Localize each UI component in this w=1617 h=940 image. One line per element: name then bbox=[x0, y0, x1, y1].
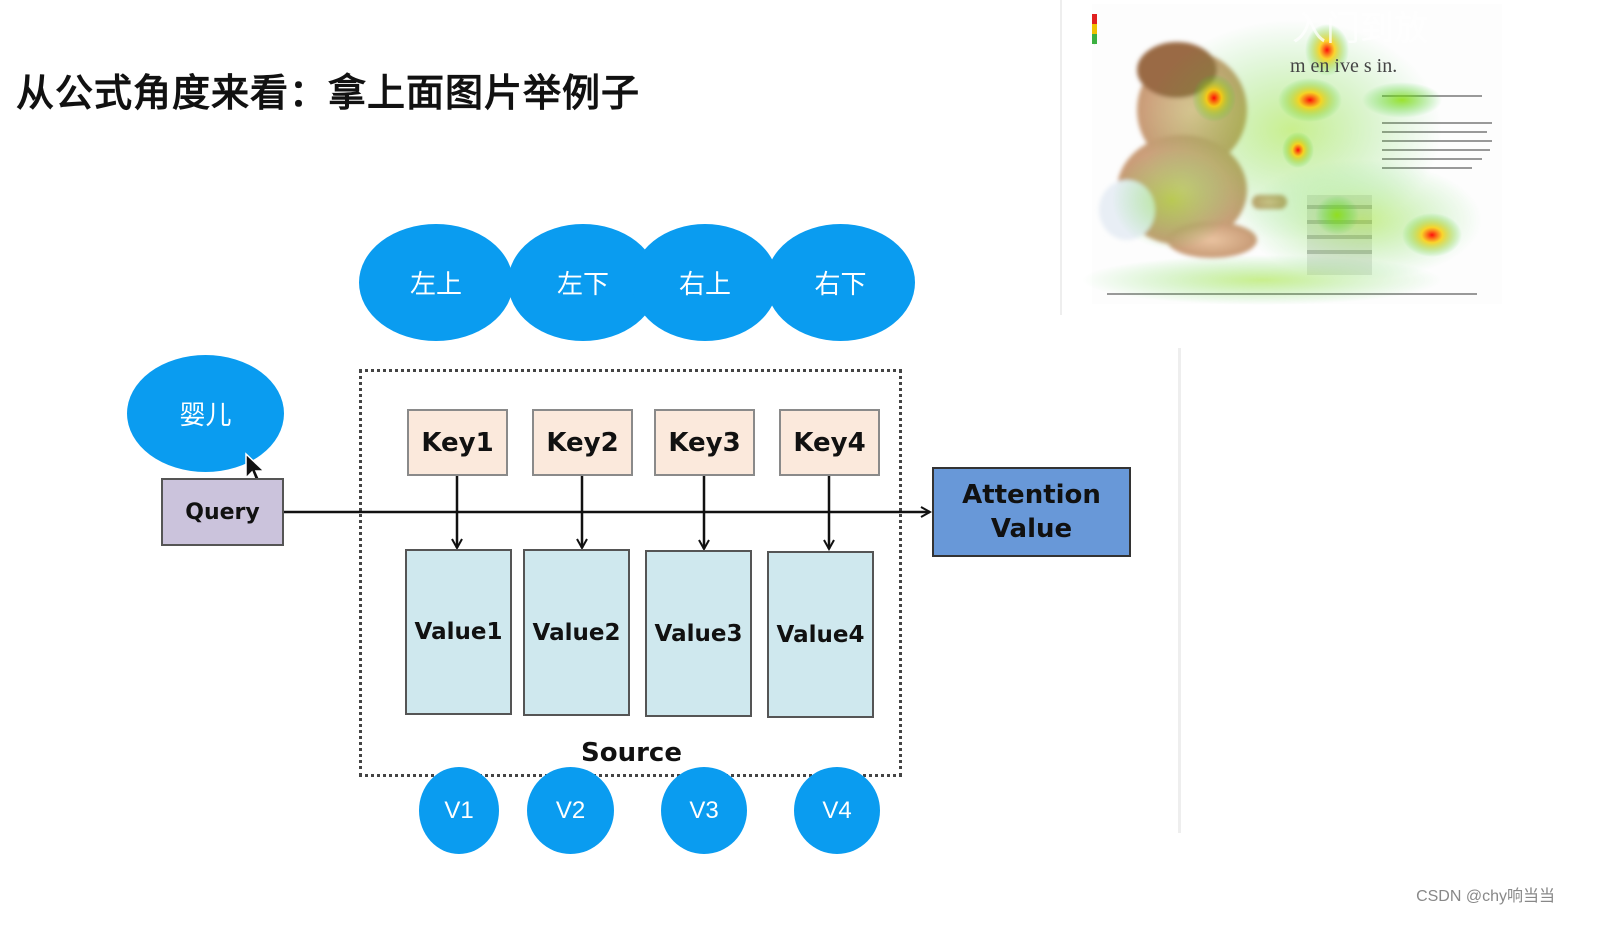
attention-value-line-1: Attention bbox=[962, 480, 1101, 510]
divider-line bbox=[1178, 348, 1181, 833]
attention-value-line-2: Value bbox=[990, 514, 1073, 544]
region-top-right: 右上 bbox=[632, 224, 778, 341]
value-box-1: Value1 bbox=[405, 549, 512, 715]
key-box-2: Key2 bbox=[532, 409, 633, 476]
query-word-ellipse: 婴儿 bbox=[127, 355, 284, 472]
source-label: Source bbox=[581, 738, 682, 768]
source-container bbox=[359, 369, 902, 777]
region-top-left: 左上 bbox=[359, 224, 513, 341]
v-circle-4: V4 bbox=[794, 767, 880, 854]
watermark: CSDN @chy响当当 bbox=[1416, 888, 1555, 905]
key-box-1: Key1 bbox=[407, 409, 508, 476]
v-circle-3: V3 bbox=[661, 767, 747, 854]
key-box-4: Key4 bbox=[779, 409, 880, 476]
region-bottom-right: 右下 bbox=[766, 224, 915, 341]
photo-overlay-title: 入门到放 bbox=[1292, 9, 1428, 49]
photo-overlay-caption: m en ive s in. bbox=[1290, 55, 1397, 77]
value-box-4: Value4 bbox=[767, 551, 874, 718]
page-title: 从公式角度来看：拿上面图片举例子 bbox=[16, 71, 641, 115]
value-box-2: Value2 bbox=[523, 549, 630, 716]
heatmap-image: 入门到放 m en ive s in. bbox=[1082, 4, 1502, 305]
value-box-3: Value3 bbox=[645, 550, 752, 717]
v-circle-1: V1 bbox=[419, 767, 499, 854]
key-box-3: Key3 bbox=[654, 409, 755, 476]
v-circle-2: V2 bbox=[527, 767, 614, 854]
baby-heatmap-photo: 入门到放 m en ive s in. bbox=[1060, 0, 1507, 315]
query-box: Query bbox=[161, 478, 284, 546]
attention-value-box: Attention Value bbox=[932, 467, 1131, 557]
